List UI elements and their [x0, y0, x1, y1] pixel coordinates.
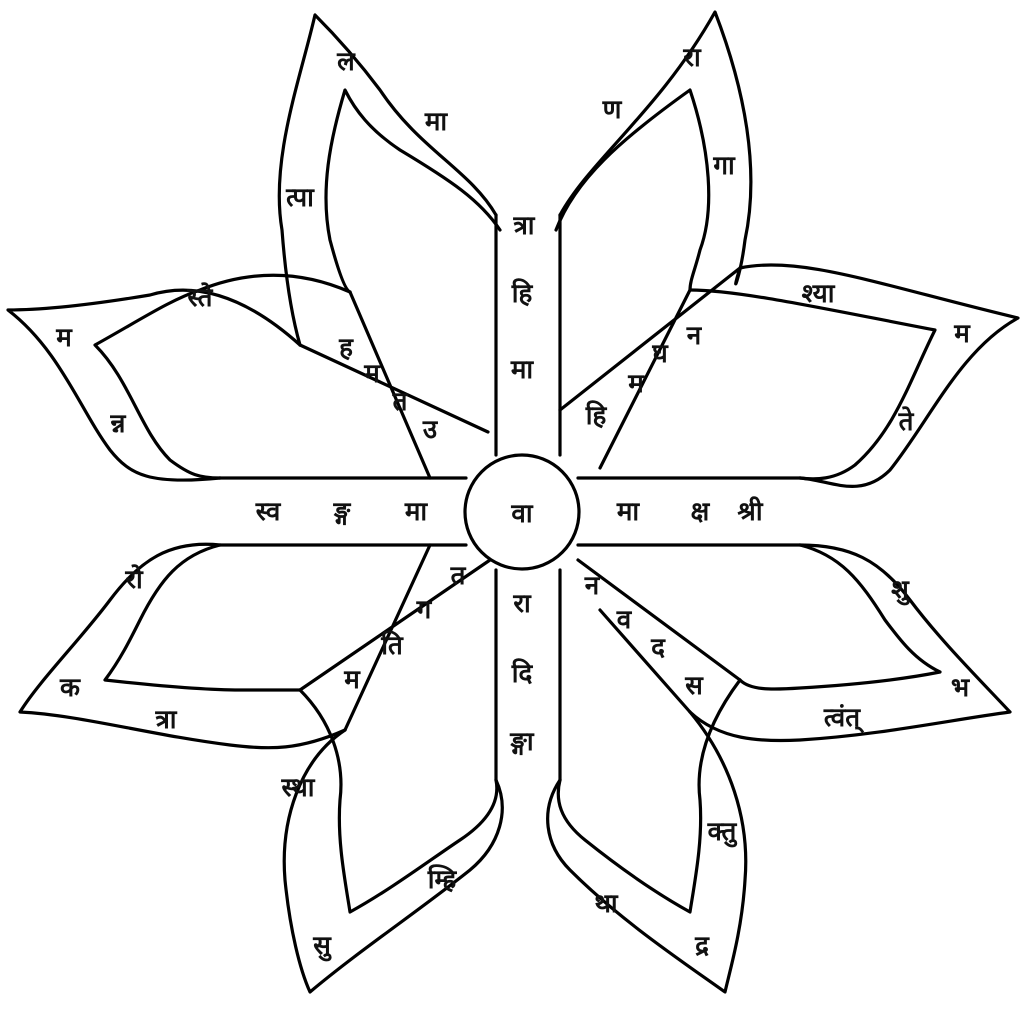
- arm-up-label: हि: [511, 278, 534, 309]
- petal-bottom-left-label: म्हि: [427, 864, 458, 895]
- diagonal-up-right-label: म: [627, 369, 645, 399]
- petal-top-left-label: मा: [424, 107, 449, 137]
- arm-left-label: स्व: [255, 497, 282, 527]
- petal-left-top: [8, 275, 350, 480]
- arm-right-label: श्री: [737, 496, 763, 527]
- horizontal-stem-outline: [220, 478, 800, 545]
- petal-left-top-label: स्ते: [187, 282, 214, 313]
- petal-left-top-label: न्न: [110, 409, 127, 439]
- petal-bottom-left-label: सु: [312, 931, 332, 962]
- petal-right-top-label: ते: [898, 406, 915, 437]
- diagonal-up-right-label: घ: [651, 339, 669, 369]
- arm-up-label: त्रा: [512, 211, 535, 241]
- petal-top-right-label: गा: [712, 151, 736, 181]
- arm-left-label: ङ्ग: [333, 497, 352, 527]
- labels: वा त्रा हि मा रा दि ङ्गा स्व ङ्ग मा मा क…: [55, 43, 971, 962]
- petal-right-bottom-label: त्वंत्: [823, 703, 865, 734]
- petal-bottom-right-label: क्तु: [707, 817, 738, 848]
- petal-left-bottom-label: रो: [124, 564, 144, 595]
- petal-right-bottom-label: भ: [951, 673, 971, 703]
- petal-bottom-right-label: द्र: [694, 931, 710, 961]
- petal-top-left: [279, 15, 500, 345]
- petal-top-right-label: ण: [602, 95, 623, 125]
- diagonal-down-left-label: ति: [380, 630, 404, 661]
- petal-left-bottom: [20, 544, 345, 748]
- petal-bottom-right-label: था: [594, 889, 619, 919]
- petal-right-top-label: म: [953, 319, 971, 349]
- diagonal-down-left-label: म: [343, 665, 361, 695]
- diagonal-down-left-label: त: [450, 561, 467, 591]
- diagonal-up-left-label: ह: [338, 333, 354, 363]
- diagonal-up-left-label: त: [392, 387, 409, 417]
- petal-top-right-label: रा: [682, 43, 702, 73]
- petal-right-top: [690, 265, 1018, 486]
- diagonal-down-right-label: द: [650, 633, 666, 663]
- diagonal-up-left-label: म: [363, 359, 381, 389]
- petal-bottom-left-label: स्था: [281, 773, 316, 803]
- arm-right-label: क्ष: [691, 497, 711, 527]
- petal-top-left-label: त्पा: [285, 183, 315, 213]
- arm-left-label: मा: [404, 497, 429, 527]
- diagonal-down-right-label: न: [584, 571, 601, 601]
- center-label: वा: [510, 499, 533, 529]
- diagonal-down-right-label: व: [616, 605, 633, 635]
- petal-right-top-label: श्या: [802, 279, 836, 309]
- diagonal-down-right-label: स: [684, 671, 704, 701]
- arm-down-label: रा: [512, 589, 532, 619]
- arm-down-label: ङ्गा: [509, 727, 534, 757]
- arm-down-label: दि: [511, 658, 534, 689]
- arm-right-label: मा: [616, 497, 641, 527]
- arm-up-label: मा: [510, 355, 535, 385]
- petal-top-left-label: ल: [336, 47, 356, 77]
- diagonal-up-left-label: उ: [422, 415, 439, 445]
- petal-left-top-label: म: [55, 323, 73, 353]
- diagonal-down-left-label: ग: [416, 595, 433, 625]
- petal-left-bottom-label: क: [59, 673, 81, 703]
- petal-left-bottom-label: त्रा: [154, 705, 177, 735]
- diagonal-up-right-label: न: [686, 321, 703, 351]
- petal-right-bottom-label: शु: [891, 575, 910, 606]
- diagonal-up-right-label: हि: [585, 400, 608, 431]
